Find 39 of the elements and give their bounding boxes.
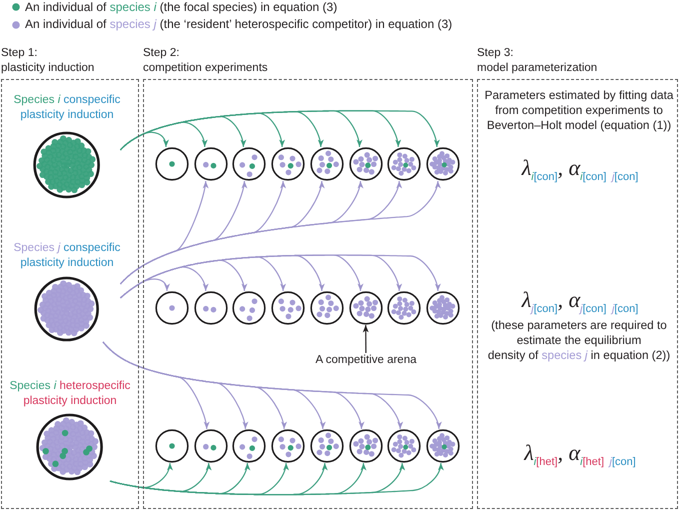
legend-text: An individual of species i (the focal species) in equation (3) [25, 0, 338, 14]
arena-dish [310, 147, 344, 181]
arena-dish [310, 429, 344, 463]
arena-dish [232, 429, 266, 463]
arena-dish [310, 291, 344, 325]
arena-dish [348, 291, 382, 325]
step-title: competition experiments [143, 61, 268, 76]
arena-dish [232, 147, 266, 181]
step-number: Step 1: [1, 46, 38, 61]
population-label: Species i conspecific plasticity induction [14, 93, 120, 123]
arena-dish [387, 147, 422, 181]
population-label: Species i heterospecific plasticity induction [10, 379, 130, 409]
arena-dish [194, 147, 228, 181]
arena-dish [155, 147, 189, 181]
arena-dish [348, 429, 382, 463]
arena-dish [155, 291, 189, 325]
step-title: model parameterization [477, 61, 598, 76]
step-number: Step 2: [143, 46, 180, 61]
population-label: Species j conspecific plasticity induction [14, 241, 120, 271]
arena-dish [348, 147, 382, 181]
legend-text: An individual of species j (the ‘resident’ heterospecific competitor) in equation (3) [25, 17, 452, 32]
description-text: Parameters estimated by fitting data from competition experiments to Beverton–Holt model (equation (1)) [484, 88, 674, 133]
note-text: (these parameters are required to estimate the equilibrium density of species j in equation (2)) [488, 318, 670, 363]
arena-dish [426, 147, 460, 181]
arena-dish [271, 291, 306, 325]
arena-dish [232, 291, 266, 325]
arena-dish [271, 147, 306, 181]
callout-label: A competitive arena [316, 353, 416, 368]
arena-dish [387, 291, 422, 325]
step-title: plasticity induction [1, 61, 94, 76]
arena-dish [426, 429, 460, 463]
arena-dish [387, 429, 422, 463]
arena-dish [426, 291, 460, 325]
arena-dish [271, 429, 306, 463]
arena-dish [155, 429, 189, 463]
step-number: Step 3: [477, 46, 514, 61]
arena-dish [194, 429, 228, 463]
leader-arrow [362, 325, 369, 353]
arena-dish [194, 291, 228, 325]
